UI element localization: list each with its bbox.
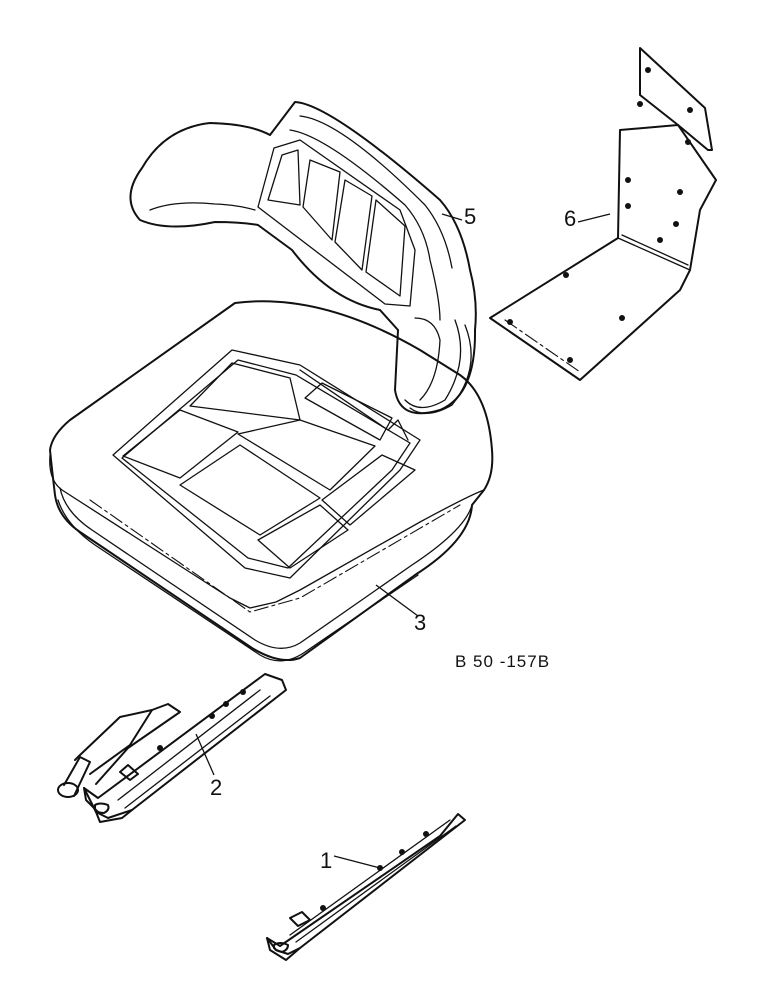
- callout-5: 5: [464, 204, 476, 229]
- mounting-bracket: [489, 47, 717, 381]
- leader-lines: [195, 213, 611, 869]
- leader-6: [577, 213, 611, 223]
- callouts: 6 5 3 2 1: [210, 204, 576, 873]
- callout-1: 1: [320, 848, 332, 873]
- leader-5: [441, 213, 463, 221]
- callout-6: 6: [564, 206, 576, 231]
- drawing-reference: B 50 -157B: [455, 652, 550, 671]
- leader-3: [375, 584, 419, 617]
- callout-2: 2: [210, 775, 222, 800]
- leader-2: [195, 733, 215, 776]
- slide-rail-with-lever: [57, 673, 287, 823]
- seat-backrest: [129, 101, 477, 415]
- leader-1: [333, 855, 381, 869]
- slide-rail-plain: [266, 813, 466, 961]
- callout-3: 3: [414, 610, 426, 635]
- seat-cushion: [49, 300, 494, 662]
